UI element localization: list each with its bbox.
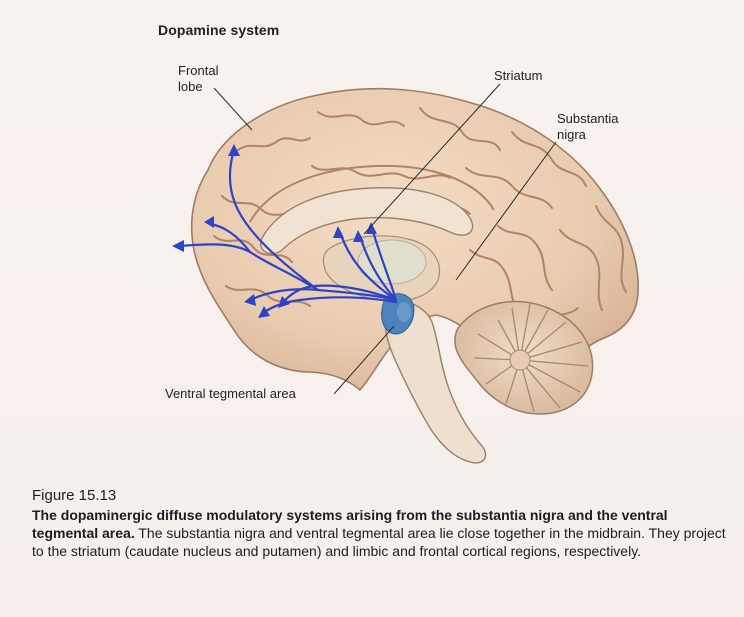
label-substantia-nigra: Substantia nigra xyxy=(557,111,637,143)
label-striatum: Striatum xyxy=(494,68,542,84)
figure-number: Figure 15.13 xyxy=(32,487,732,505)
label-frontal-lobe: Frontal lobe xyxy=(178,63,238,95)
label-ventral-tegmental-area: Ventral tegmental area xyxy=(165,386,296,402)
figure-caption: Figure 15.13 The dopaminergic diffuse mo… xyxy=(32,487,732,560)
caption-body: The substantia nigra and ventral tegment… xyxy=(32,525,726,559)
